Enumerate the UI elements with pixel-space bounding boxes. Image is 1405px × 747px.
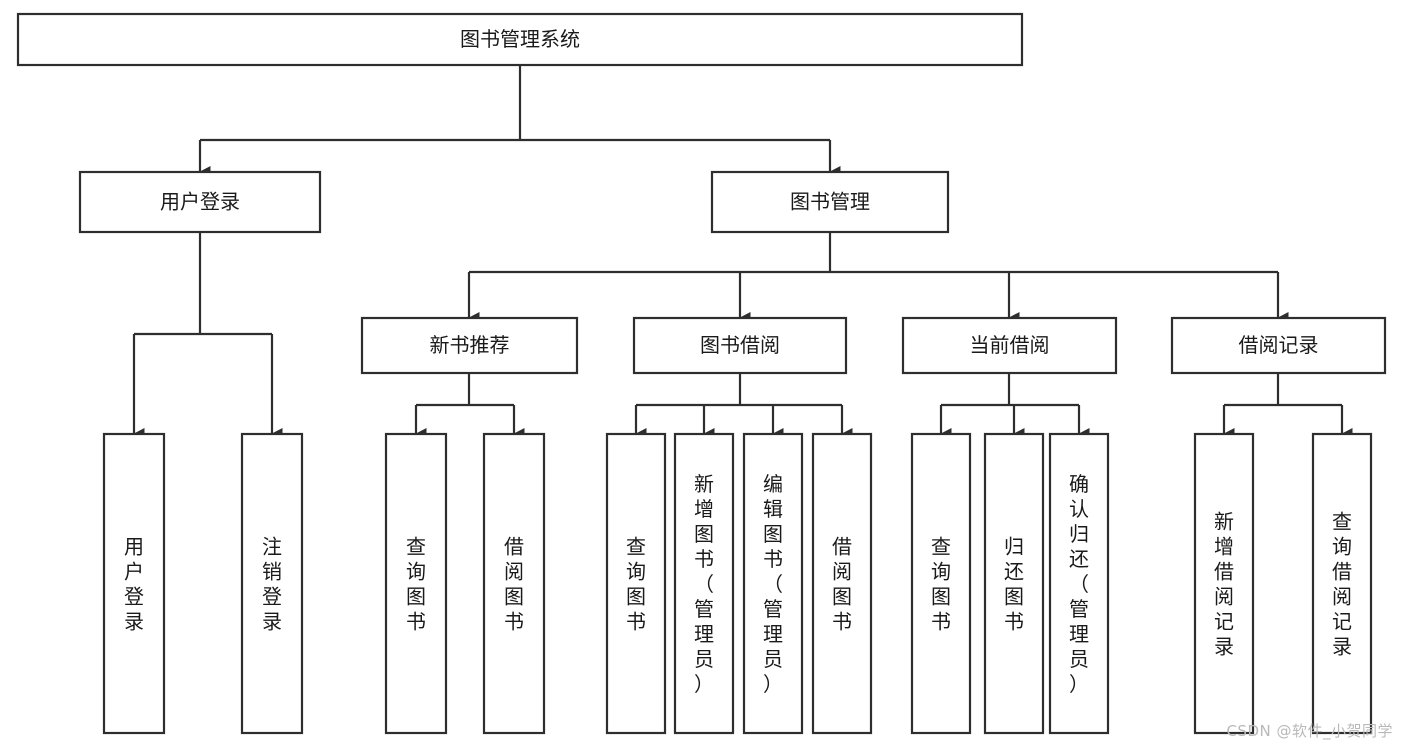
node-label: 查询图书 — [626, 535, 646, 634]
node-label: 当前借阅 — [970, 333, 1050, 357]
node-box[interactable] — [1170, 316, 1387, 375]
leaf-node-leaf-query-book-borrow[interactable]: 查询图书 — [605, 432, 667, 735]
leaf-node-leaf-add-borrow-record[interactable]: 新增借阅记录 — [1193, 432, 1255, 735]
node-label: 图书管理 — [790, 190, 870, 214]
node-box[interactable] — [605, 432, 667, 735]
node-label: 用户登录 — [124, 535, 144, 634]
node-box[interactable] — [384, 432, 448, 735]
node-box[interactable] — [1311, 432, 1373, 735]
node-box[interactable] — [901, 316, 1118, 375]
node-label: 归还图书 — [1004, 535, 1024, 634]
leaf-node-leaf-user-logout[interactable]: 注销登录 — [240, 432, 304, 735]
level3-node-book-borrow[interactable]: 图书借阅 — [632, 316, 848, 375]
node-box[interactable] — [811, 432, 873, 735]
node-box[interactable] — [78, 170, 322, 234]
node-label: 图书借阅 — [700, 333, 780, 357]
node-box[interactable] — [360, 316, 579, 375]
node-label: 查询借阅记录 — [1332, 510, 1352, 659]
node-label: 编辑图书（管理员） — [763, 472, 783, 696]
node-label: 借阅记录 — [1239, 333, 1319, 357]
node-label: 新增图书（管理员） — [694, 472, 714, 696]
leaf-node-leaf-user-login[interactable]: 用户登录 — [102, 432, 166, 735]
node-label: 借阅图书 — [504, 535, 524, 634]
level3-node-borrow-record[interactable]: 借阅记录 — [1170, 316, 1387, 375]
node-label: 新书推荐 — [430, 333, 510, 357]
node-box[interactable] — [983, 432, 1045, 735]
level2-node-user-login[interactable]: 用户登录 — [78, 170, 322, 234]
level2-node-book-manage[interactable]: 图书管理 — [710, 170, 950, 234]
leaf-node-leaf-query-borrow-record[interactable]: 查询借阅记录 — [1311, 432, 1373, 735]
node-box[interactable] — [1193, 432, 1255, 735]
node-box[interactable] — [1048, 432, 1110, 735]
leaf-node-leaf-confirm-return-admin[interactable]: 确认归还（管理员） — [1048, 432, 1110, 735]
node-box[interactable] — [673, 432, 735, 735]
node-label: 注销登录 — [262, 535, 282, 634]
level3-node-new-book-recommend[interactable]: 新书推荐 — [360, 316, 579, 375]
node-box[interactable] — [710, 170, 950, 234]
node-layer: 图书管理系统用户登录图书管理新书推荐图书借阅当前借阅借阅记录用户登录注销登录查询… — [16, 12, 1387, 735]
node-label: 用户登录 — [160, 190, 240, 214]
leaf-node-leaf-edit-book-admin[interactable]: 编辑图书（管理员） — [742, 432, 804, 735]
node-label: 借阅图书 — [832, 535, 852, 634]
node-box[interactable] — [102, 432, 166, 735]
root-node-root[interactable]: 图书管理系统 — [16, 12, 1024, 67]
node-label: 查询图书 — [406, 535, 426, 634]
leaf-node-leaf-borrow-book-recommend[interactable]: 借阅图书 — [482, 432, 546, 735]
level3-node-current-borrow[interactable]: 当前借阅 — [901, 316, 1118, 375]
leaf-node-leaf-add-book-admin[interactable]: 新增图书（管理员） — [673, 432, 735, 735]
node-box[interactable] — [16, 12, 1024, 67]
leaf-node-leaf-query-book-current[interactable]: 查询图书 — [910, 432, 972, 735]
node-label: 查询图书 — [931, 535, 951, 634]
node-box[interactable] — [632, 316, 848, 375]
node-label: 新增借阅记录 — [1214, 510, 1234, 659]
node-label: 图书管理系统 — [460, 27, 580, 51]
leaf-node-leaf-borrow-book[interactable]: 借阅图书 — [811, 432, 873, 735]
node-box[interactable] — [742, 432, 804, 735]
connector-layer — [132, 65, 1353, 440]
node-box[interactable] — [910, 432, 972, 735]
leaf-node-leaf-query-book-recommend[interactable]: 查询图书 — [384, 432, 448, 735]
node-box[interactable] — [240, 432, 304, 735]
leaf-node-leaf-return-book[interactable]: 归还图书 — [983, 432, 1045, 735]
node-label: 确认归还（管理员） — [1069, 472, 1089, 696]
node-box[interactable] — [482, 432, 546, 735]
